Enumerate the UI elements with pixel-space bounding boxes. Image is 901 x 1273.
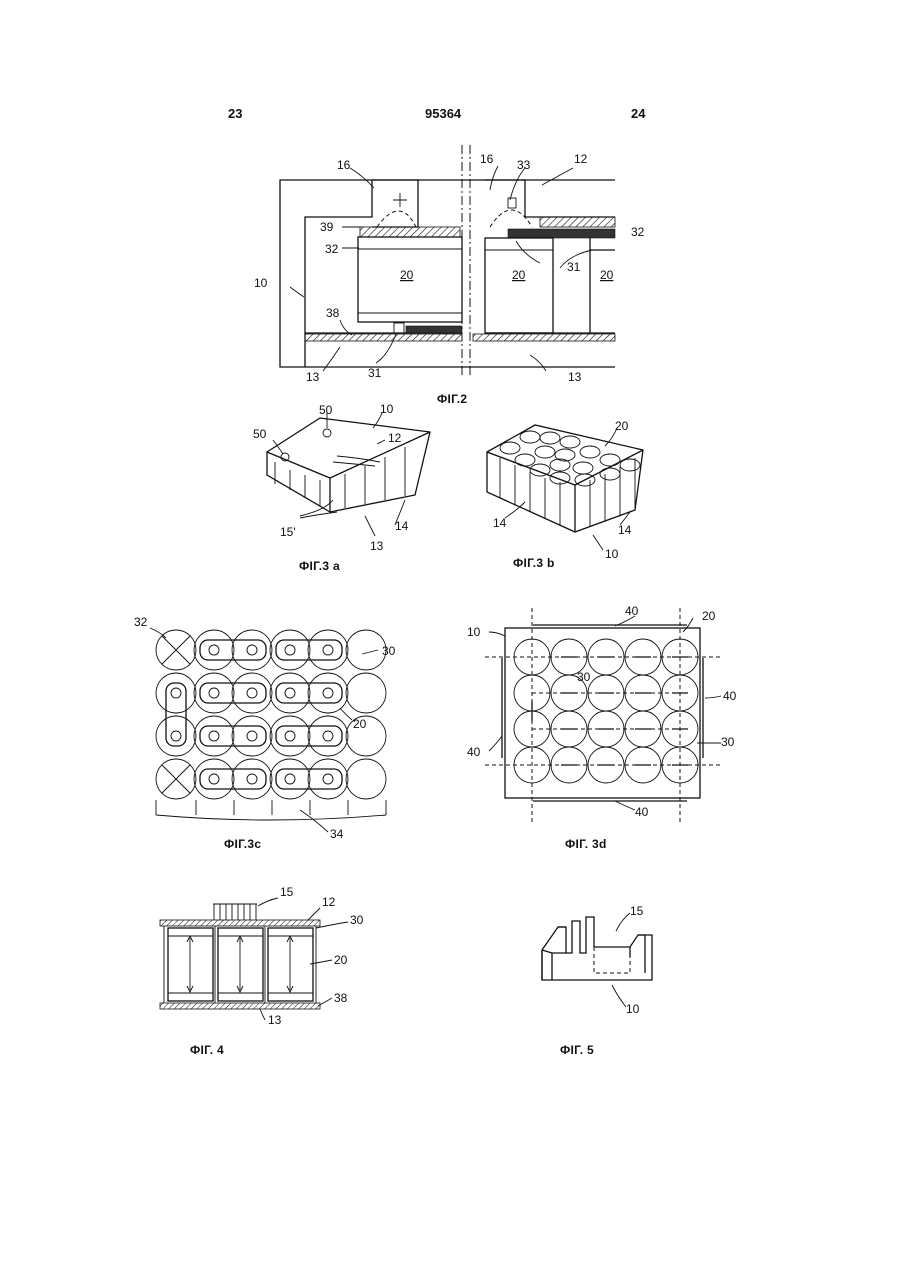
label-31-left: 31 bbox=[368, 366, 382, 380]
label-14: 14 bbox=[395, 519, 409, 533]
label-30-inner: 30 bbox=[577, 670, 591, 684]
label-32: 32 bbox=[134, 615, 148, 629]
label-13: 13 bbox=[370, 539, 384, 553]
label-10: 10 bbox=[380, 402, 394, 416]
label-13: 13 bbox=[268, 1013, 282, 1027]
label-40-right: 40 bbox=[723, 689, 737, 703]
label-12: 12 bbox=[574, 152, 588, 166]
label-16-left: 16 bbox=[337, 158, 351, 172]
cell-left bbox=[358, 180, 462, 333]
label-38: 38 bbox=[334, 991, 348, 1005]
caption-fig5: ФІГ. 5 bbox=[560, 1043, 594, 1057]
figure-5: 15 10 bbox=[530, 895, 690, 1020]
label-20-left: 20 bbox=[400, 268, 414, 282]
label-13-right: 13 bbox=[568, 370, 582, 384]
label-38: 38 bbox=[326, 306, 340, 320]
caption-fig3c: ФІГ.3c bbox=[224, 837, 261, 851]
label-30-right: 30 bbox=[721, 735, 735, 749]
figure-3b: 20 14 14 10 bbox=[465, 410, 655, 560]
label-20: 20 bbox=[334, 953, 348, 967]
label-15: 15 bbox=[280, 885, 294, 899]
label-10: 10 bbox=[626, 1002, 640, 1016]
figure-3d: 10 40 20 30 40 40 30 40 bbox=[465, 598, 725, 823]
label-20-middle: 20 bbox=[512, 268, 526, 282]
page-number-right: 24 bbox=[631, 106, 645, 121]
figure-2: 16 16 33 12 39 32 32 20 20 20 31 10 38 1… bbox=[240, 145, 630, 385]
label-13-left: 13 bbox=[306, 370, 320, 384]
caption-fig3d: ФІГ. 3d bbox=[565, 837, 607, 851]
label-39: 39 bbox=[320, 220, 334, 234]
label-10: 10 bbox=[605, 547, 619, 561]
label-14-right: 14 bbox=[618, 523, 632, 537]
figure-3c: 32 30 20 34 bbox=[130, 610, 410, 845]
caption-fig3b: ФІГ.3 b bbox=[513, 556, 555, 570]
label-20: 20 bbox=[615, 419, 629, 433]
label-20: 20 bbox=[353, 717, 367, 731]
label-30: 30 bbox=[382, 644, 396, 658]
label-10: 10 bbox=[467, 625, 481, 639]
label-40-bottom: 40 bbox=[635, 805, 649, 819]
label-50-top: 50 bbox=[319, 403, 333, 417]
caption-fig4: ФІГ. 4 bbox=[190, 1043, 224, 1057]
label-40-top: 40 bbox=[625, 604, 639, 618]
label-14-left: 14 bbox=[493, 516, 507, 530]
label-15-prime: 15' bbox=[280, 525, 296, 539]
label-32-left: 32 bbox=[325, 242, 339, 256]
label-30: 30 bbox=[350, 913, 364, 927]
label-31-right: 31 bbox=[567, 260, 581, 274]
label-32-right: 32 bbox=[631, 225, 645, 239]
label-50-left: 50 bbox=[253, 427, 267, 441]
label-10: 10 bbox=[254, 276, 268, 290]
cell-right bbox=[485, 180, 615, 333]
label-20-right: 20 bbox=[600, 268, 614, 282]
housing-outline bbox=[280, 180, 615, 367]
label-12: 12 bbox=[388, 431, 402, 445]
caption-fig3a: ФІГ.3 a bbox=[299, 559, 340, 573]
label-34: 34 bbox=[330, 827, 344, 841]
label-20: 20 bbox=[702, 609, 716, 623]
label-12: 12 bbox=[322, 895, 336, 909]
patent-number: 95364 bbox=[425, 106, 461, 121]
label-33: 33 bbox=[517, 158, 531, 172]
figure-3a: 50 10 50 12 15' 14 13 bbox=[245, 400, 445, 560]
page-number-left: 23 bbox=[228, 106, 242, 121]
figure-4: 15 12 30 20 38 13 bbox=[150, 880, 380, 1025]
label-40-left: 40 bbox=[467, 745, 481, 759]
label-15: 15 bbox=[630, 904, 644, 918]
label-16-right: 16 bbox=[480, 152, 494, 166]
